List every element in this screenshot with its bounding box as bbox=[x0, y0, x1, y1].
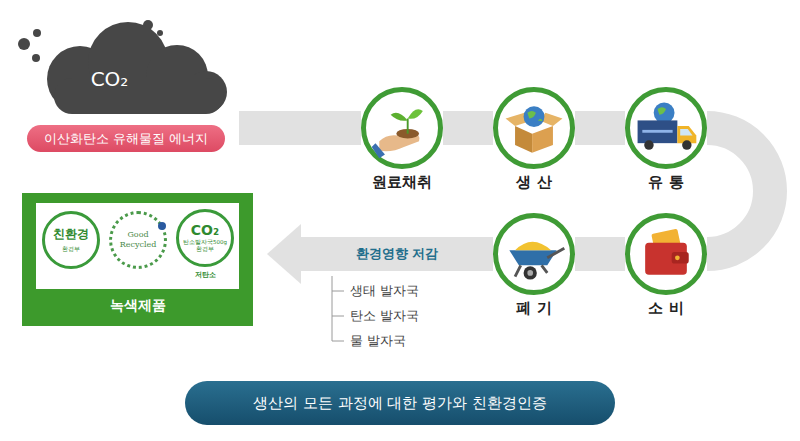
logo-inner: CO₂탄소발자국500g환경부 bbox=[176, 209, 234, 267]
flow-band bbox=[575, 128, 625, 129]
circle-node: 유 통 bbox=[625, 87, 707, 169]
footprint-item: 물 발자국 bbox=[350, 332, 406, 350]
process-label: 폐 기 bbox=[516, 299, 551, 318]
footprint-item: 생태 발자국 bbox=[350, 282, 419, 300]
process-label: 소 비 bbox=[648, 299, 683, 318]
logo2-node: Good Recycled bbox=[109, 211, 167, 269]
pink-node: 이산화탄소 유해물질 에너지 bbox=[27, 125, 225, 152]
flow-band-body bbox=[301, 237, 493, 271]
process-icon bbox=[498, 218, 570, 290]
flow-band bbox=[239, 128, 361, 129]
logo-text: 환경부 bbox=[62, 245, 80, 254]
band-node: 생산의 모든 과정에 대한 평가와 친환경인증 bbox=[185, 381, 615, 425]
process-label: 유 통 bbox=[648, 173, 683, 192]
logo-text: 친환경 bbox=[53, 226, 89, 243]
flow-band-body bbox=[443, 111, 493, 145]
flow-band-body bbox=[575, 111, 625, 145]
arrowhead bbox=[267, 224, 301, 284]
cloud-node: CO₂ bbox=[32, 22, 227, 114]
logo-text: CO₂ bbox=[191, 223, 219, 238]
process-icon bbox=[630, 92, 702, 164]
cloud-label: CO₂ bbox=[91, 45, 169, 91]
edge-label: 환경영향 저감 bbox=[356, 245, 439, 263]
logo-text: Good Recycled bbox=[118, 230, 158, 251]
footprint-item: 탄소 발자국 bbox=[350, 307, 419, 325]
logo-text: 저탄소 bbox=[175, 270, 235, 280]
caption-band-label: 생산의 모든 과정에 대한 평가와 친환경인증 bbox=[253, 394, 547, 413]
logo1-node: 친환경환경부 bbox=[42, 211, 100, 269]
green-node: 녹색제품친환경환경부Good RecycledCO₂탄소발자국500g환경부저탄… bbox=[22, 193, 253, 326]
logo-text: 탄소발자국500g bbox=[183, 239, 227, 246]
process-icon bbox=[630, 218, 702, 290]
logo-text: 환경부 bbox=[196, 246, 214, 253]
process-icon bbox=[498, 92, 570, 164]
process-label: 생 산 bbox=[516, 173, 551, 192]
flow-band-body bbox=[707, 128, 770, 254]
pill-label: 이산화탄소 유해물질 에너지 bbox=[44, 130, 208, 148]
circle-node: 폐 기 bbox=[493, 213, 575, 295]
flow-band-body bbox=[575, 237, 625, 271]
logo3-node: CO₂탄소발자국500g환경부저탄소 bbox=[175, 209, 235, 285]
flow-band bbox=[267, 224, 493, 284]
process-label: 원료채취 bbox=[372, 173, 432, 192]
process-icon bbox=[366, 92, 438, 164]
group-label: 녹색제품 bbox=[22, 297, 253, 315]
list-tree-lines bbox=[332, 276, 344, 341]
cloud-shape bbox=[32, 22, 227, 114]
flow-band bbox=[707, 128, 770, 254]
circle-node: 소 비 bbox=[625, 213, 707, 295]
flow-band bbox=[575, 254, 625, 255]
logo-dot bbox=[158, 222, 166, 230]
flow-band bbox=[443, 128, 493, 129]
flow-band-body bbox=[239, 111, 361, 145]
circle-node: 생 산 bbox=[493, 87, 575, 169]
circle-node: 원료채취 bbox=[361, 87, 443, 169]
